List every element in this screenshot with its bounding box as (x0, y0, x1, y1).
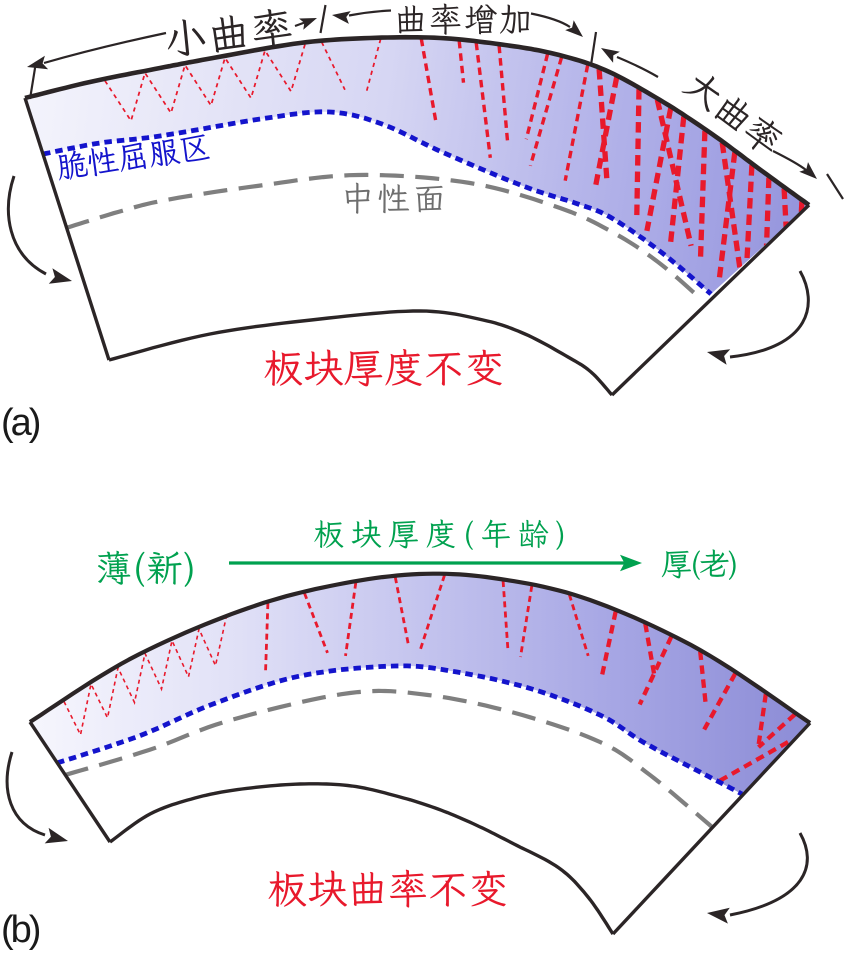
svg-text:(a): (a) (1, 402, 40, 444)
svg-text:(b): (b) (1, 909, 40, 951)
